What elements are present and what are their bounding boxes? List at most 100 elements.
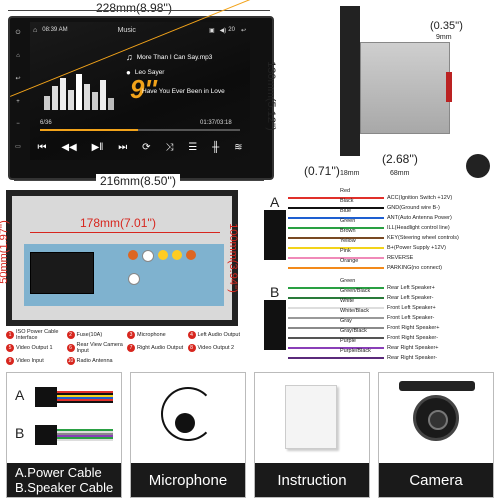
legend-text: Rear View Camera Input [76, 341, 123, 354]
wire-line [288, 287, 384, 289]
dim-depth-right-mm: 68mm [390, 170, 410, 177]
legend-number: 10 [66, 356, 75, 365]
wire-line [288, 307, 384, 309]
volume-icon[interactable]: ◀) [219, 27, 227, 34]
card-camera-caption: Camera [379, 463, 493, 497]
cable-b-plug [35, 425, 57, 445]
screen-app-title: Music [117, 26, 136, 34]
legend-text: Left Audio Output [197, 331, 241, 338]
back-icon[interactable]: ↩ [240, 27, 246, 34]
wire-color-name: Green [340, 218, 356, 224]
track-count: 6/36 [40, 120, 52, 126]
wire-color-name: Purple [340, 338, 356, 344]
home-button[interactable]: ⌂ [16, 53, 20, 60]
wire-line [288, 317, 384, 319]
microphone-cable [161, 387, 215, 441]
song-title: More Than I Can Say.mp3 [136, 53, 213, 61]
wire-description: ANT(Auto Antenna Power) [387, 215, 452, 221]
wire-color-name: Purple/Black [340, 348, 371, 354]
prev-track-icon[interactable]: ⏮ [37, 141, 47, 153]
wire-description: ILL(Headlight control line) [387, 225, 450, 231]
harness-b-label: B [270, 284, 280, 300]
vol-up-button[interactable]: + [16, 98, 20, 105]
harness-a-label: A [270, 194, 280, 210]
camera-mount [399, 381, 475, 391]
repeat-icon[interactable]: ⟳ [142, 141, 151, 153]
wire-line [288, 197, 384, 199]
wire-color-name: Red [340, 188, 351, 194]
wire-color-name: Green/Black [340, 288, 371, 294]
card-camera: Camera [378, 372, 494, 498]
legend-number: 5 [6, 343, 14, 352]
wire-color-name: Black [340, 198, 354, 204]
head-unit-screen: ⌂ 08:39 AM Music ▣ ◀) 20 ↩ ♫ More Than I… [30, 22, 250, 160]
vol-down-button[interactable]: − [16, 120, 20, 127]
back-button[interactable]: ↩ [15, 76, 21, 83]
dim-back-left: 50mm(1.97'') [0, 220, 10, 284]
artist-name: Leo Sayer [134, 69, 165, 76]
wire-description: Front Left Speaker+ [387, 305, 436, 311]
power-button[interactable]: ⏻ [15, 30, 21, 36]
cable-b-wires [57, 429, 113, 441]
wire-line [288, 247, 384, 249]
instruction-booklet [285, 385, 337, 449]
wire-description: REVERSE [387, 255, 414, 261]
equalizer-icon[interactable]: ╫ [212, 141, 220, 153]
legend-number: 4 [187, 330, 196, 339]
wire-color-name: Orange [340, 258, 359, 264]
next-track-icon[interactable]: ⏭ [118, 141, 128, 153]
usb-port: ▭ [15, 143, 21, 150]
artist-icon: ● [126, 68, 131, 77]
legend-number: 1 [6, 330, 14, 339]
wire-color-name: White [340, 298, 355, 304]
harness-b-plug [264, 300, 286, 350]
shuffle-icon[interactable]: ⤨ [165, 141, 174, 153]
home-icon[interactable]: ⌂ [33, 26, 38, 34]
wire-color-name: Gray/Black [340, 328, 367, 334]
screen-mirror-icon[interactable]: ▣ [208, 27, 215, 34]
card-cables-caption: A.Power Cable B.Speaker Cable [7, 463, 121, 497]
wire-color-name: Green [340, 278, 356, 284]
harness-a-plug [264, 210, 286, 260]
iso-connector [30, 252, 94, 294]
legend-number: 9 [6, 356, 14, 365]
card-instruction: Instruction [254, 372, 370, 498]
progress-track[interactable] [40, 129, 240, 131]
wire-description: Front Right Speaker+ [387, 325, 440, 331]
wire-description: Rear Right Speaker+ [387, 345, 439, 351]
side-view-chassis [360, 42, 450, 134]
side-view-connector [446, 72, 452, 102]
wire-color-name: Gray [340, 318, 352, 324]
camera-icon [413, 395, 459, 441]
wire-description: Rear Left Speaker- [387, 295, 434, 301]
progress-time: 01:37/03:18 [200, 120, 232, 126]
dim-depth-top-mm: 9mm [436, 34, 452, 41]
legend-text: Microphone [137, 331, 166, 338]
legend-text: ISO Power Cable Interface [16, 328, 59, 341]
playlist-icon[interactable]: ☰ [188, 141, 198, 153]
album-name: Have You Ever Been in Love [142, 88, 225, 95]
rewind-icon[interactable]: ◀◀ [61, 141, 77, 153]
dim-depth-top: (0.35'') [430, 20, 463, 32]
legend-number: 6 [66, 343, 75, 352]
play-pause-icon[interactable]: ▶‖ [91, 141, 104, 153]
eq-settings-icon[interactable]: ≋ [234, 141, 243, 153]
legend-text: Radio Antenna [76, 357, 113, 364]
equalizer-visual [44, 70, 116, 110]
legend-text: Video Output 1 [16, 344, 53, 351]
legend-number: 2 [66, 330, 75, 339]
